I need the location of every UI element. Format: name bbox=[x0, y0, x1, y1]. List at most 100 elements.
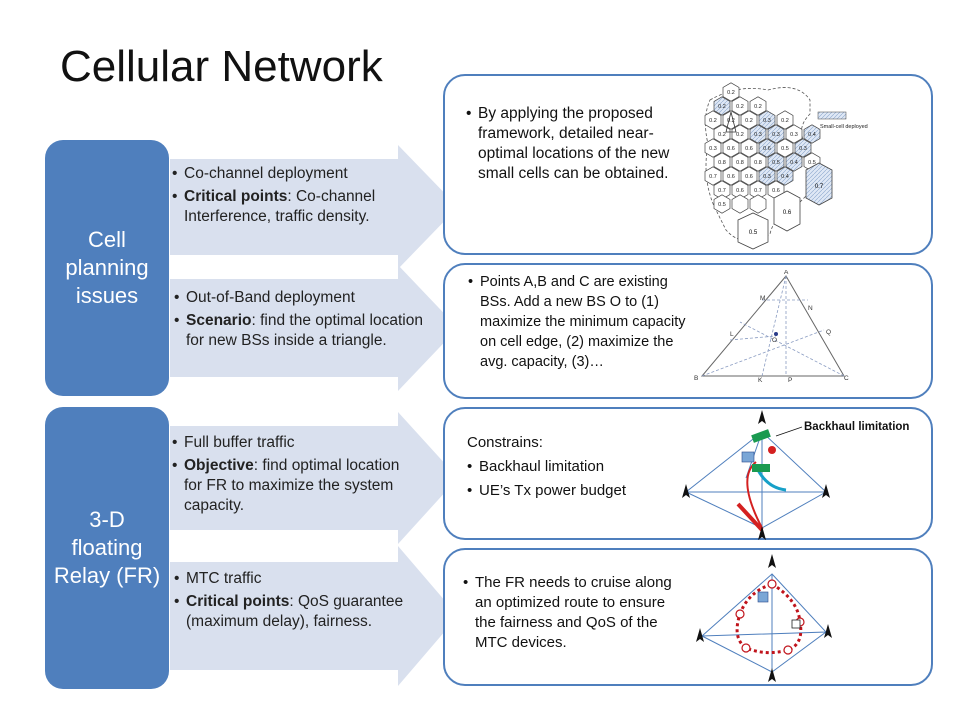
bullet-objective: Objective: find optimal location for FR … bbox=[172, 456, 412, 516]
svg-text:0.5: 0.5 bbox=[749, 230, 758, 236]
hex-cell bbox=[713, 194, 731, 214]
hex-cell bbox=[722, 166, 740, 186]
hex-cell-value: 0.2 bbox=[709, 118, 717, 124]
hex-cell-value: 0.2 bbox=[727, 118, 735, 124]
panel-bullet: The FR needs to cruise along an optimize… bbox=[463, 573, 685, 653]
hex-cell-value: 0.5 bbox=[718, 202, 726, 208]
hex-cell-value: 0.6 bbox=[745, 146, 753, 152]
hex-cell bbox=[713, 96, 731, 116]
hex-cell bbox=[749, 124, 767, 144]
triangle-point-label: P bbox=[788, 377, 792, 384]
hex-cell-value: 0.3 bbox=[763, 174, 771, 180]
mtc-route-diagram bbox=[696, 554, 832, 682]
hex-cell-value: 0.3 bbox=[772, 132, 780, 138]
bullet-rest: : QoS guarantee (maximum delay), fairnes… bbox=[186, 593, 404, 630]
base-station-icon bbox=[822, 484, 830, 498]
bullet-critical-points: Critical points: QoS guarantee (maximum … bbox=[174, 592, 422, 632]
panel-bullet: UE’s Tx power budget bbox=[467, 481, 677, 501]
legend-swatch bbox=[817, 111, 847, 120]
bullet-rest: : find the optimal location for new BSs … bbox=[186, 312, 423, 349]
triangle-point-label: Q bbox=[826, 329, 831, 336]
section-label-cell-planning: Cell planning issues bbox=[45, 140, 169, 396]
hex-cell-value: 0.2 bbox=[736, 132, 744, 138]
panel-bullet: Points A,B and C are existing BSs. Add a… bbox=[468, 272, 696, 372]
triangle-point-label: O bbox=[772, 337, 777, 344]
hex-cell bbox=[731, 194, 749, 214]
hex-cell bbox=[785, 152, 803, 172]
panel-text-backhaul: Constrains: Backhaul limitation UE’s Tx … bbox=[467, 433, 677, 501]
hex-cell bbox=[776, 110, 794, 130]
hex-cell-value: 0.2 bbox=[727, 90, 735, 96]
arrow-text-out-of-band: Out-of-Band deployment Scenario: find th… bbox=[174, 288, 424, 354]
hex-cell bbox=[740, 110, 758, 130]
hex-cell-value: 0.2 bbox=[745, 118, 753, 124]
hex-cell-value: 0.3 bbox=[790, 132, 798, 138]
hex-cell-value: 0.8 bbox=[736, 160, 744, 166]
hex-cell-value: 0.5 bbox=[772, 160, 780, 166]
hex-cell bbox=[767, 124, 785, 144]
hex-cell-value: 0.3 bbox=[799, 146, 807, 152]
arrow-text-mtc: MTC traffic Critical points: QoS guarant… bbox=[174, 569, 422, 635]
hex-cell bbox=[767, 152, 785, 172]
bullet-traffic: Full buffer traffic bbox=[172, 433, 412, 453]
hex-cell bbox=[722, 138, 740, 158]
panel-bullet: By applying the proposed framework, deta… bbox=[466, 104, 686, 184]
hex-cell-value: 0.7 bbox=[718, 188, 726, 194]
svg-text:0.6: 0.6 bbox=[783, 210, 792, 216]
hex-cell bbox=[749, 194, 767, 214]
triangle-point-label: N bbox=[808, 305, 813, 312]
hex-cell-value: 0.2 bbox=[718, 132, 726, 138]
hex-cell-value: 0.6 bbox=[763, 146, 771, 152]
hex-cell-value: 0.3 bbox=[754, 132, 762, 138]
hex-cell bbox=[722, 82, 740, 102]
svg-text:0.7: 0.7 bbox=[815, 184, 824, 190]
panel-bullet: Backhaul limitation bbox=[467, 457, 677, 477]
hex-cell-value: 0.3 bbox=[763, 118, 771, 124]
hex-cell bbox=[704, 138, 722, 158]
constraints-heading: Constrains: bbox=[467, 434, 543, 451]
hex-cell bbox=[740, 166, 758, 186]
panel-mtc-route bbox=[443, 548, 933, 686]
base-station-icon bbox=[824, 624, 832, 638]
base-station-icon bbox=[696, 628, 704, 642]
hex-cell-value: 0.6 bbox=[727, 174, 735, 180]
hex-cell bbox=[794, 138, 812, 158]
triangle-point-label: C bbox=[844, 375, 849, 382]
bold-label: Critical points bbox=[184, 188, 288, 205]
base-station-icon bbox=[768, 668, 776, 682]
hex-cell-value: 0.6 bbox=[727, 146, 735, 152]
hex-cell bbox=[776, 166, 794, 186]
section-label-floating-relay: 3-D floating Relay (FR) bbox=[45, 407, 169, 689]
hex-cell-value: 0.2 bbox=[781, 118, 789, 124]
hex-cell bbox=[740, 138, 758, 158]
bold-label: Scenario bbox=[186, 312, 252, 329]
hex-cell bbox=[713, 180, 731, 200]
hex-cell-value: 0.5 bbox=[781, 146, 789, 152]
base-station-icon bbox=[758, 526, 766, 540]
triangle-point-label: A bbox=[784, 270, 789, 276]
arrow-text-co-channel: Co-channel deployment Critical points: C… bbox=[172, 164, 408, 230]
hex-cell bbox=[758, 110, 776, 130]
hex-cell-value: 0.5 bbox=[808, 160, 816, 166]
hex-cell bbox=[758, 138, 776, 158]
hex-cell bbox=[713, 152, 731, 172]
hex-cell bbox=[749, 180, 767, 200]
hex-cell bbox=[749, 152, 767, 172]
hex-cell bbox=[731, 180, 749, 200]
bold-label: Critical points bbox=[186, 593, 290, 610]
hex-cell-value: 0.7 bbox=[754, 188, 762, 194]
panel-text-small-cells: By applying the proposed framework, deta… bbox=[466, 104, 686, 184]
arrow-text-full-buffer: Full buffer traffic Objective: find opti… bbox=[172, 433, 412, 519]
base-station-icon bbox=[758, 410, 766, 424]
base-station-icon bbox=[682, 484, 690, 498]
hex-cell bbox=[776, 138, 794, 158]
hex-cell bbox=[704, 110, 722, 130]
bold-label: Objective bbox=[184, 457, 254, 474]
triangle-point-label: K bbox=[758, 377, 763, 384]
triangle-point-label: B bbox=[694, 375, 698, 382]
hex-cell bbox=[731, 96, 749, 116]
hex-cell-value: 0.4 bbox=[790, 160, 798, 166]
hex-cell-value: 0.4 bbox=[781, 174, 789, 180]
